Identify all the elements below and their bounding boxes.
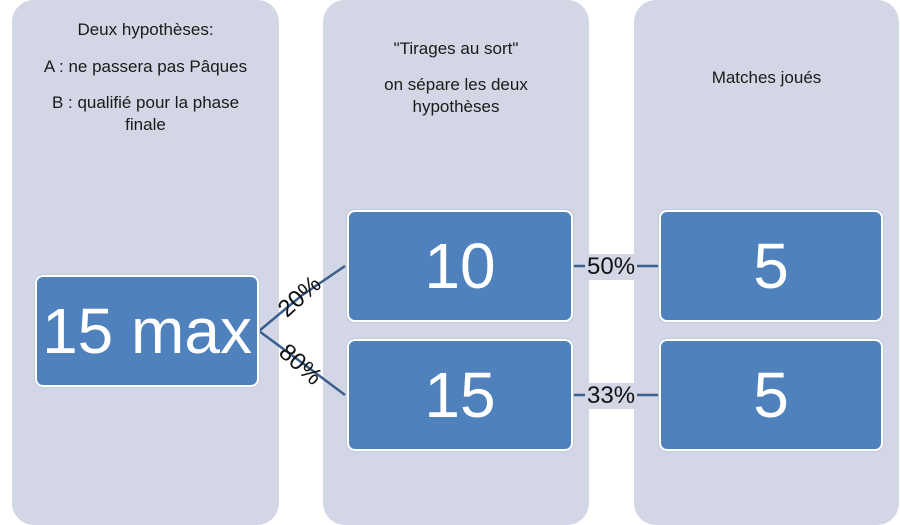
node-match-b: 5 <box>659 339 883 451</box>
draws-title: "Tirages au sort" <box>393 39 519 58</box>
hypothesis-b-text: B : qualifié pour la phase finale <box>51 93 240 134</box>
hypotheses-title: Deux hypothèses: <box>77 20 214 39</box>
edge-label-a-to-match: 50% <box>585 253 638 280</box>
draws-subtitle: on sépare les deux hypothèses <box>384 75 528 116</box>
column-hypotheses: Deux hypothèses: A : ne passera pas Pâqu… <box>12 0 279 525</box>
node-draw-b: 15 <box>347 339 573 451</box>
matches-title: Matches joués <box>711 68 822 87</box>
node-draw-a: 10 <box>347 210 573 322</box>
edge-label-root-to-b: 80% <box>273 338 328 391</box>
node-root-max: 15 max <box>35 275 259 387</box>
hypothesis-a-text: A : ne passera pas Pâques <box>43 57 248 76</box>
edge-label-root-to-a: 20% <box>272 270 327 323</box>
edge-label-b-to-match: 33% <box>585 382 638 409</box>
node-match-a: 5 <box>659 210 883 322</box>
